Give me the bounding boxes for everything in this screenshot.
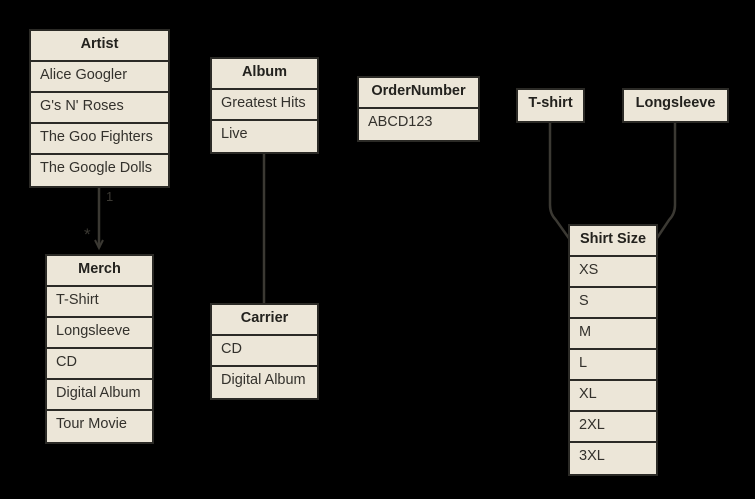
list-item[interactable]: Digital Album <box>212 367 317 398</box>
entity-artist[interactable]: Artist Alice Googler G's N' Roses The Go… <box>29 29 170 188</box>
list-item[interactable]: 2XL <box>570 412 656 443</box>
entity-ordernumber-header: OrderNumber <box>359 78 478 109</box>
entity-ordernumber[interactable]: OrderNumber ABCD123 <box>357 76 480 142</box>
entity-carrier-header: Carrier <box>212 305 317 336</box>
entity-merch[interactable]: Merch T-Shirt Longsleeve CD Digital Albu… <box>45 254 154 444</box>
list-item[interactable]: CD <box>47 349 152 380</box>
entity-shirtsize[interactable]: Shirt Size XS S M L XL 2XL 3XL <box>568 224 658 476</box>
entity-album[interactable]: Album Greatest Hits Live <box>210 57 319 154</box>
list-item[interactable]: The Google Dolls <box>31 155 168 186</box>
list-item[interactable]: CD <box>212 336 317 367</box>
list-item[interactable]: M <box>570 319 656 350</box>
list-item[interactable]: ABCD123 <box>359 109 478 140</box>
entity-merch-header: Merch <box>47 256 152 287</box>
list-item[interactable]: Live <box>212 121 317 152</box>
list-item[interactable]: The Goo Fighters <box>31 124 168 155</box>
multiplicity-source-label: 1 <box>106 189 114 204</box>
list-item[interactable]: G's N' Roses <box>31 93 168 124</box>
list-item[interactable]: L <box>570 350 656 381</box>
entity-album-header: Album <box>212 59 317 90</box>
list-item[interactable]: S <box>570 288 656 319</box>
entity-tshirt[interactable]: T-shirt <box>516 88 585 123</box>
list-item[interactable]: 3XL <box>570 443 656 474</box>
multiplicity-target-label: * <box>84 225 91 244</box>
list-item[interactable]: Tour Movie <box>47 411 152 442</box>
list-item[interactable]: T-Shirt <box>47 287 152 318</box>
entity-artist-header: Artist <box>31 31 168 62</box>
list-item[interactable]: Longsleeve <box>47 318 152 349</box>
list-item[interactable]: XL <box>570 381 656 412</box>
entity-shirtsize-header: Shirt Size <box>570 226 656 257</box>
entity-carrier[interactable]: Carrier CD Digital Album <box>210 303 319 400</box>
entity-longsleeve-header: Longsleeve <box>624 90 727 121</box>
entity-longsleeve[interactable]: Longsleeve <box>622 88 729 123</box>
list-item[interactable]: XS <box>570 257 656 288</box>
entity-tshirt-header: T-shirt <box>518 90 583 121</box>
list-item[interactable]: Digital Album <box>47 380 152 411</box>
list-item[interactable]: Greatest Hits <box>212 90 317 121</box>
list-item[interactable]: Alice Googler <box>31 62 168 93</box>
